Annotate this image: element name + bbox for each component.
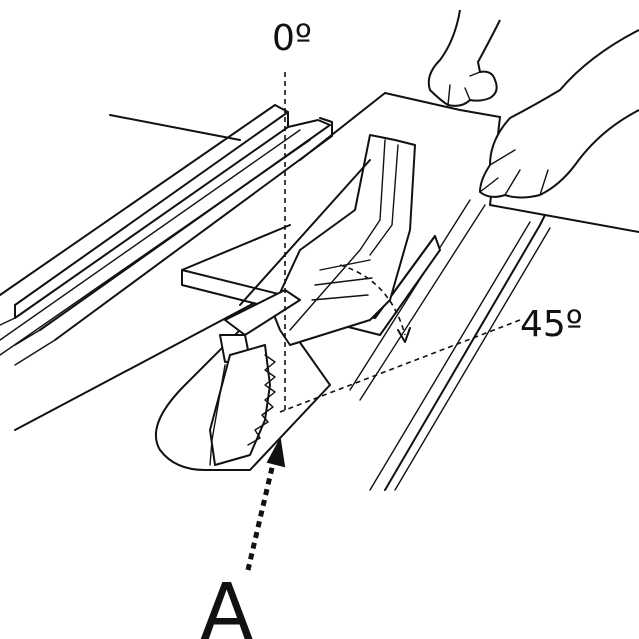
view-marker-label: A xyxy=(200,568,253,639)
dotted-arrow-icon xyxy=(245,436,286,571)
angle-guides xyxy=(279,72,521,413)
bevel-reference-line xyxy=(279,319,521,413)
hands-icon xyxy=(427,9,639,199)
saw-blade-icon xyxy=(209,344,276,466)
bevel-arc-arrowhead xyxy=(397,327,411,343)
angle-label-vertical: 0º xyxy=(272,18,312,59)
bevel-arc xyxy=(339,264,406,336)
blade-guard xyxy=(219,134,416,363)
miter-slot xyxy=(349,116,551,491)
angle-label-bevel: 45º xyxy=(520,304,583,345)
saw-table xyxy=(14,92,639,431)
rip-fence xyxy=(0,104,333,366)
